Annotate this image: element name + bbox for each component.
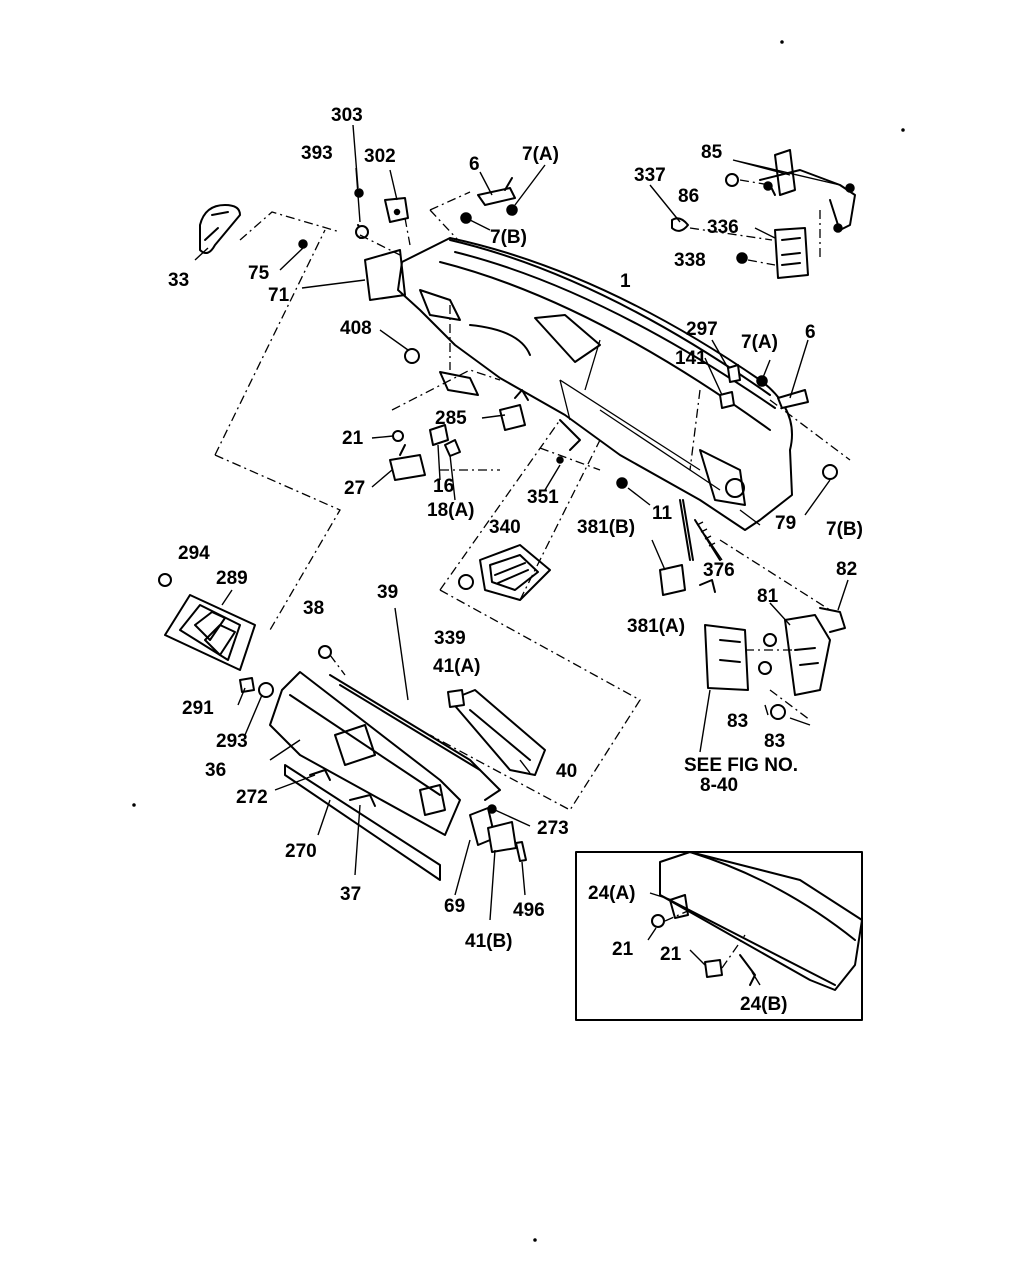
label-83-a: 83	[727, 711, 748, 732]
label-1: 1	[620, 271, 631, 292]
label-338: 338	[674, 250, 706, 271]
upper-right-bracket-assembly	[649, 149, 856, 279]
label-289: 289	[216, 568, 248, 589]
label-6-right: 6	[805, 322, 816, 343]
label-339: 339	[434, 628, 466, 649]
right-side-parts	[616, 339, 851, 596]
label-340: 340	[489, 517, 521, 538]
label-37: 37	[340, 884, 361, 905]
label-41a: 41(A)	[433, 656, 481, 677]
label-270: 270	[285, 841, 317, 862]
label-7a-right: 7(A)	[741, 332, 778, 353]
label-293: 293	[216, 731, 248, 752]
label-85: 85	[701, 142, 723, 163]
label-21-left: 21	[342, 428, 364, 449]
label-291: 291	[182, 698, 214, 719]
label-337: 337	[634, 165, 666, 186]
label-7b-right: 7(B)	[826, 519, 863, 540]
label-7b-top: 7(B)	[490, 227, 527, 248]
label-75: 75	[248, 263, 270, 284]
label-18a: 18(A)	[427, 500, 475, 521]
label-381a: 381(A)	[627, 616, 685, 637]
callout-labels: 303 393 302 6 7(A) 7(B) 85 337 86 336 33…	[168, 105, 863, 1015]
label-36: 36	[205, 760, 226, 781]
label-79: 79	[775, 513, 796, 534]
label-71: 71	[268, 285, 290, 306]
label-21-inset-left: 21	[612, 939, 634, 960]
inset-detail-box	[575, 851, 863, 1021]
label-297: 297	[686, 319, 718, 340]
side-vent-289	[158, 229, 341, 736]
scan-specks	[132, 40, 905, 1242]
label-336: 336	[707, 217, 739, 238]
bracket-6-top	[429, 164, 546, 241]
label-38: 38	[303, 598, 324, 619]
label-285: 285	[435, 408, 467, 429]
vent-register-340	[439, 419, 601, 601]
radio-bracket-assembly	[699, 539, 849, 753]
label-82: 82	[836, 559, 857, 580]
label-40: 40	[556, 761, 577, 782]
label-141: 141	[675, 348, 707, 369]
label-408: 408	[340, 318, 372, 339]
label-273: 273	[537, 818, 569, 839]
label-21-inset-right: 21	[660, 944, 682, 965]
instrument-panel	[364, 237, 793, 531]
label-351: 351	[527, 487, 559, 508]
upper-left-parts	[194, 124, 411, 289]
see-fig-line1: SEE FIG NO.	[684, 755, 798, 776]
label-81: 81	[757, 586, 779, 607]
label-24b: 24(B)	[740, 994, 788, 1015]
label-11: 11	[652, 503, 673, 524]
label-39: 39	[377, 582, 398, 603]
label-381b: 381(B)	[577, 517, 635, 538]
label-6-top: 6	[469, 154, 480, 175]
label-7a-top: 7(A)	[522, 144, 559, 165]
label-376: 376	[703, 560, 735, 581]
center-left-brackets	[371, 329, 601, 501]
label-41b: 41(B)	[465, 931, 513, 952]
label-303: 303	[331, 105, 363, 126]
label-272: 272	[236, 787, 268, 808]
label-16: 16	[433, 476, 454, 497]
label-27: 27	[344, 478, 365, 499]
label-33: 33	[168, 270, 189, 291]
label-83-b: 83	[764, 731, 785, 752]
label-294: 294	[178, 543, 210, 564]
label-393: 393	[301, 143, 333, 164]
glove-box-assembly	[269, 589, 641, 921]
label-496: 496	[513, 900, 545, 921]
label-86: 86	[678, 186, 699, 207]
label-69: 69	[444, 896, 465, 917]
see-fig-line2: 8-40	[700, 775, 738, 796]
label-302: 302	[364, 146, 396, 167]
label-24a: 24(A)	[588, 883, 636, 904]
